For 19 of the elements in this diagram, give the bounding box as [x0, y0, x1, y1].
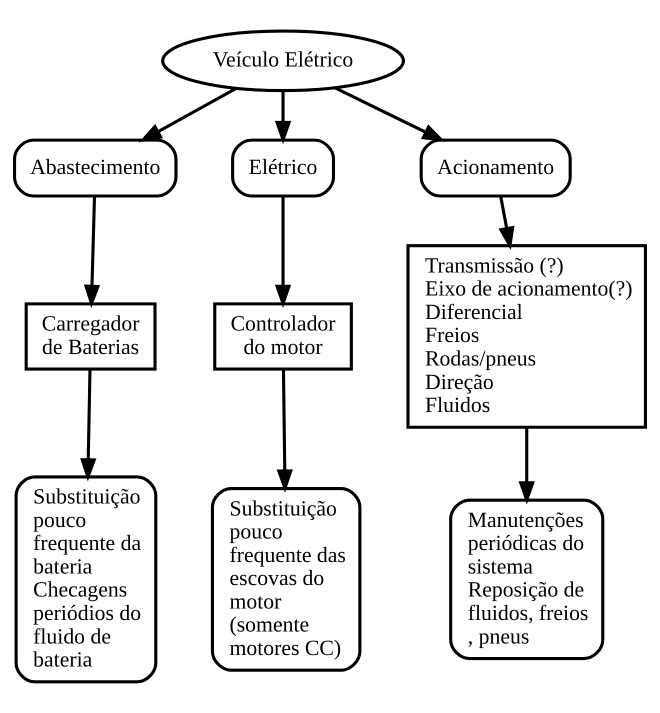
node-box: Acionamento — [420, 138, 572, 198]
node-box: Abastecimento — [13, 138, 178, 198]
node-ellipse: Veículo Elétrico — [161, 30, 405, 92]
node-box: Manutenções periódicas do sistema Reposição de fluidos, freios , pneus — [449, 498, 604, 660]
node-box: Transmissão (?) Eixo de acionamento(?) Diferencial Freios Rodas/pneus Direção Fluidos — [406, 244, 647, 429]
node-box: Substituição pouco frequente da bateria Checagens periódios do fluido de bateria — [14, 475, 158, 684]
arrow — [138, 87, 237, 142]
arrow — [274, 196, 292, 308]
arrow — [80, 369, 96, 482]
node-box: Elétrico — [231, 138, 336, 198]
node-box: Carregador de Baterias — [24, 302, 157, 371]
node-box: Controlador do motor — [213, 302, 353, 371]
arrow — [518, 427, 535, 505]
arrow — [276, 369, 293, 493]
arrow — [274, 90, 292, 144]
arrow — [84, 196, 100, 308]
node-box: Substituição pouco frequente das escovas do motor (somente motores CC) — [210, 487, 362, 672]
arrow — [498, 196, 514, 250]
arrow — [334, 86, 446, 142]
